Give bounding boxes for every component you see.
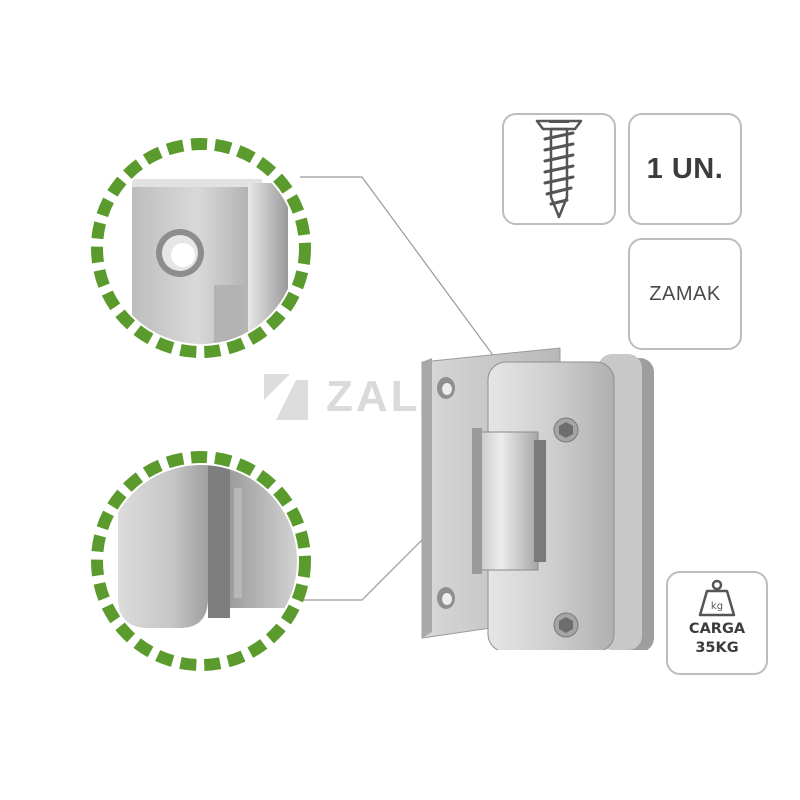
watermark-logo <box>264 374 308 420</box>
load-label: CARGA <box>688 621 746 637</box>
weight-icon: kg <box>698 579 736 617</box>
material-badge: ZAMAK <box>628 238 742 350</box>
screw-badge <box>502 113 616 225</box>
weight-unit: kg <box>711 601 723 612</box>
quantity-label: 1 UN. <box>646 152 724 185</box>
glass-hinge-product <box>421 347 654 650</box>
material-label: ZAMAK <box>649 282 721 305</box>
screw-icon <box>535 119 583 219</box>
load-text: CARGA 35KG <box>689 620 745 658</box>
load-value: 35KG <box>695 640 739 656</box>
detail-zoom-top <box>91 138 311 358</box>
detail-zoom-bottom <box>91 451 311 671</box>
load-capacity-badge: kg CARGA 35KG <box>666 571 768 675</box>
quantity-badge: 1 UN. <box>628 113 742 225</box>
